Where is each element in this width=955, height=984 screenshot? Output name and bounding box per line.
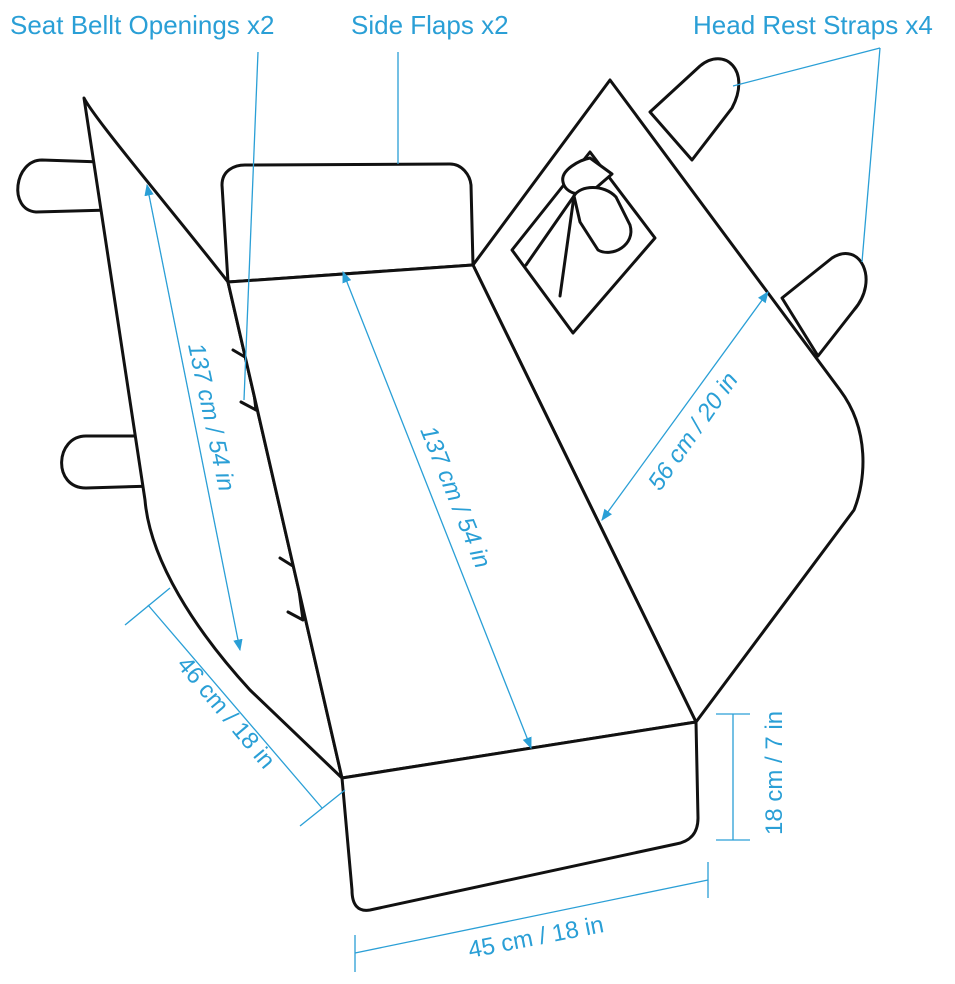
dim-front-height-text: 18 cm / 7 in — [761, 711, 788, 835]
head-rest-straps — [16, 57, 868, 490]
callouts: Seat Bellt Openings x2 Side Flaps x2 Hea… — [10, 10, 933, 401]
callout-head-rest-straps: Head Rest Straps x4 — [693, 10, 933, 40]
dim-front-height: 18 cm / 7 in — [716, 711, 788, 841]
dim-front-width-text: 45 cm / 18 in — [466, 911, 606, 964]
callout-side-flaps: Side Flaps x2 — [351, 10, 509, 40]
callout-seat-belt-openings: Seat Bellt Openings x2 — [10, 10, 275, 40]
leader-head-rest-2 — [861, 47, 881, 263]
leader-seat-belt — [243, 51, 259, 401]
front-flap — [340, 720, 700, 912]
top-side-flap — [220, 162, 475, 284]
leader-head-rest-1 — [732, 47, 881, 87]
backrest-pocket — [510, 150, 657, 335]
